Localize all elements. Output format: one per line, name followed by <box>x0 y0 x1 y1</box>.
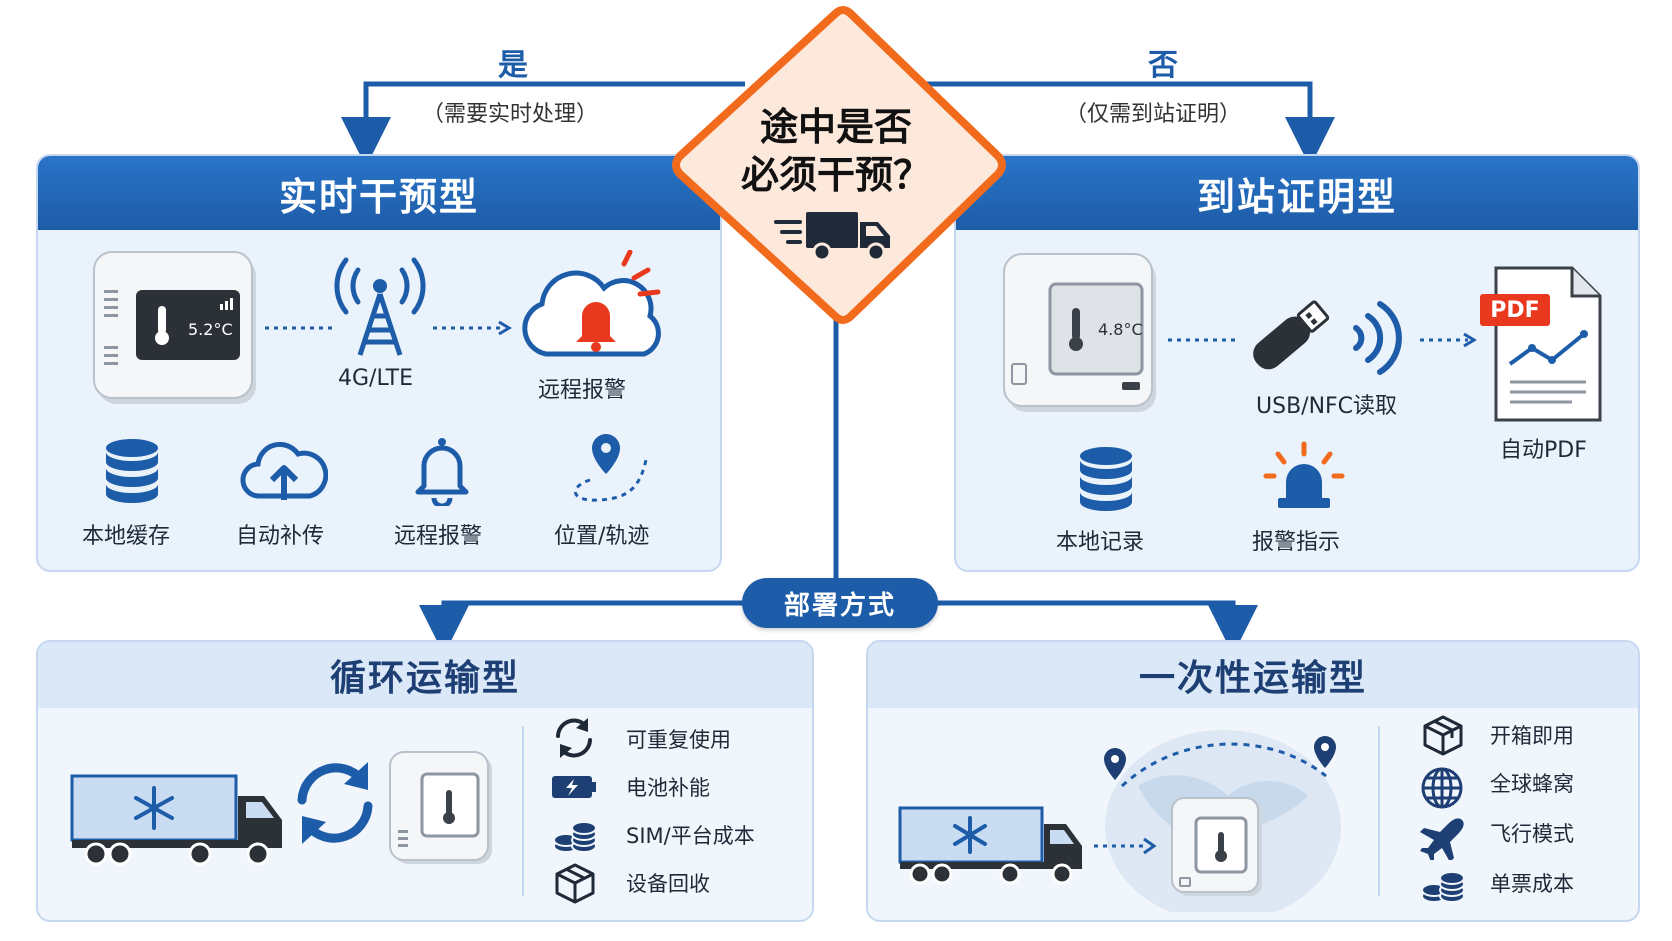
coins-icon <box>553 821 597 853</box>
read-label: USB/NFC读取 <box>1256 394 1398 419</box>
decision-question-line2: 必须干预？ <box>740 153 931 197</box>
database-icon <box>106 439 158 503</box>
cloud-alarm-icon <box>522 250 661 357</box>
arrival-device-reading: 4.8°C <box>1098 320 1143 339</box>
yes-note: （需要实时处理） <box>422 102 599 127</box>
pdf-label: 自动PDF <box>1500 438 1587 463</box>
realtime-dotted-arrows <box>265 320 512 336</box>
feature-label: 可重复使用 <box>626 728 731 752</box>
alarm-label: 远程报警 <box>538 378 627 403</box>
location-pin-icon <box>573 434 648 502</box>
airplane-icon <box>1420 818 1464 860</box>
arrival-title: 到站证明型 <box>956 156 1638 230</box>
oneway-device-icon <box>1171 797 1262 896</box>
package-icon <box>1423 715 1463 756</box>
deployment-label: 部署方式 <box>783 590 896 621</box>
nfc-waves-icon <box>1353 301 1402 375</box>
network-label: 4G/LTE <box>338 366 414 391</box>
feature-label: 飞行模式 <box>1490 822 1574 846</box>
truck-icon <box>774 212 890 262</box>
feature-label: 本地记录 <box>1056 530 1145 555</box>
location-pin-icon <box>1314 736 1336 768</box>
feature-label: 单票成本 <box>1490 872 1574 896</box>
yes-branch-line <box>341 81 745 167</box>
feature-label: 电池补能 <box>626 776 710 800</box>
arrival-dotted-arrows <box>1168 332 1477 348</box>
realtime-device-icon <box>93 251 256 404</box>
cyclic-branch-line <box>419 600 745 655</box>
oneway-divider <box>1378 726 1380 896</box>
cyclic-device-icon <box>389 751 492 864</box>
refrigerated-truck-icon <box>898 806 1082 885</box>
feature-label: 位置/轨迹 <box>554 524 650 549</box>
realtime-title: 实时干预型 <box>38 156 720 230</box>
cyclic-title: 循环运输型 <box>38 642 812 708</box>
feature-label: 本地缓存 <box>82 524 171 549</box>
recycle-icon <box>556 718 592 758</box>
database-icon <box>1080 447 1132 511</box>
cloud-upload-icon <box>240 442 328 500</box>
feature-label: 设备回收 <box>626 872 710 896</box>
refrigerated-truck-icon <box>70 774 282 866</box>
cyclic-divider <box>522 726 524 896</box>
alarm-light-icon <box>1263 441 1345 508</box>
location-pin-icon <box>1104 748 1126 780</box>
pdf-badge: PDF <box>1490 298 1540 323</box>
feature-label: 开箱即用 <box>1490 724 1574 748</box>
pdf-document-icon <box>1480 266 1602 422</box>
oneway-branch-line <box>930 600 1258 655</box>
usb-drive-icon <box>1253 300 1330 370</box>
no-label: 否 <box>1148 48 1178 83</box>
oneway-title: 一次性运输型 <box>868 642 1638 708</box>
feature-label: SIM/平台成本 <box>626 824 755 848</box>
no-branch-line <box>925 81 1335 167</box>
realtime-device-reading: 5.2°C <box>188 320 233 339</box>
box-icon <box>555 863 595 904</box>
feature-label: 自动补传 <box>236 524 325 549</box>
coins-icon <box>1421 871 1465 903</box>
battery-icon <box>552 776 596 798</box>
feature-label: 报警指示 <box>1252 530 1341 555</box>
decision-diamond <box>672 6 1006 324</box>
no-note: （仅需到站证明） <box>1065 102 1242 127</box>
deployment-pill: 部署方式 <box>742 578 938 628</box>
globe-icon <box>1421 767 1463 809</box>
yes-label: 是 <box>498 48 528 83</box>
cycle-arrows-icon <box>297 762 373 844</box>
dotted-arrow <box>1094 837 1157 855</box>
feature-label: 全球蜂窝 <box>1490 772 1574 796</box>
decision-question-line1: 途中是否 <box>759 105 912 149</box>
cell-tower-icon <box>334 257 426 356</box>
bell-icon <box>415 438 469 506</box>
feature-label: 远程报警 <box>394 524 483 549</box>
arrival-device-icon <box>1003 253 1156 412</box>
